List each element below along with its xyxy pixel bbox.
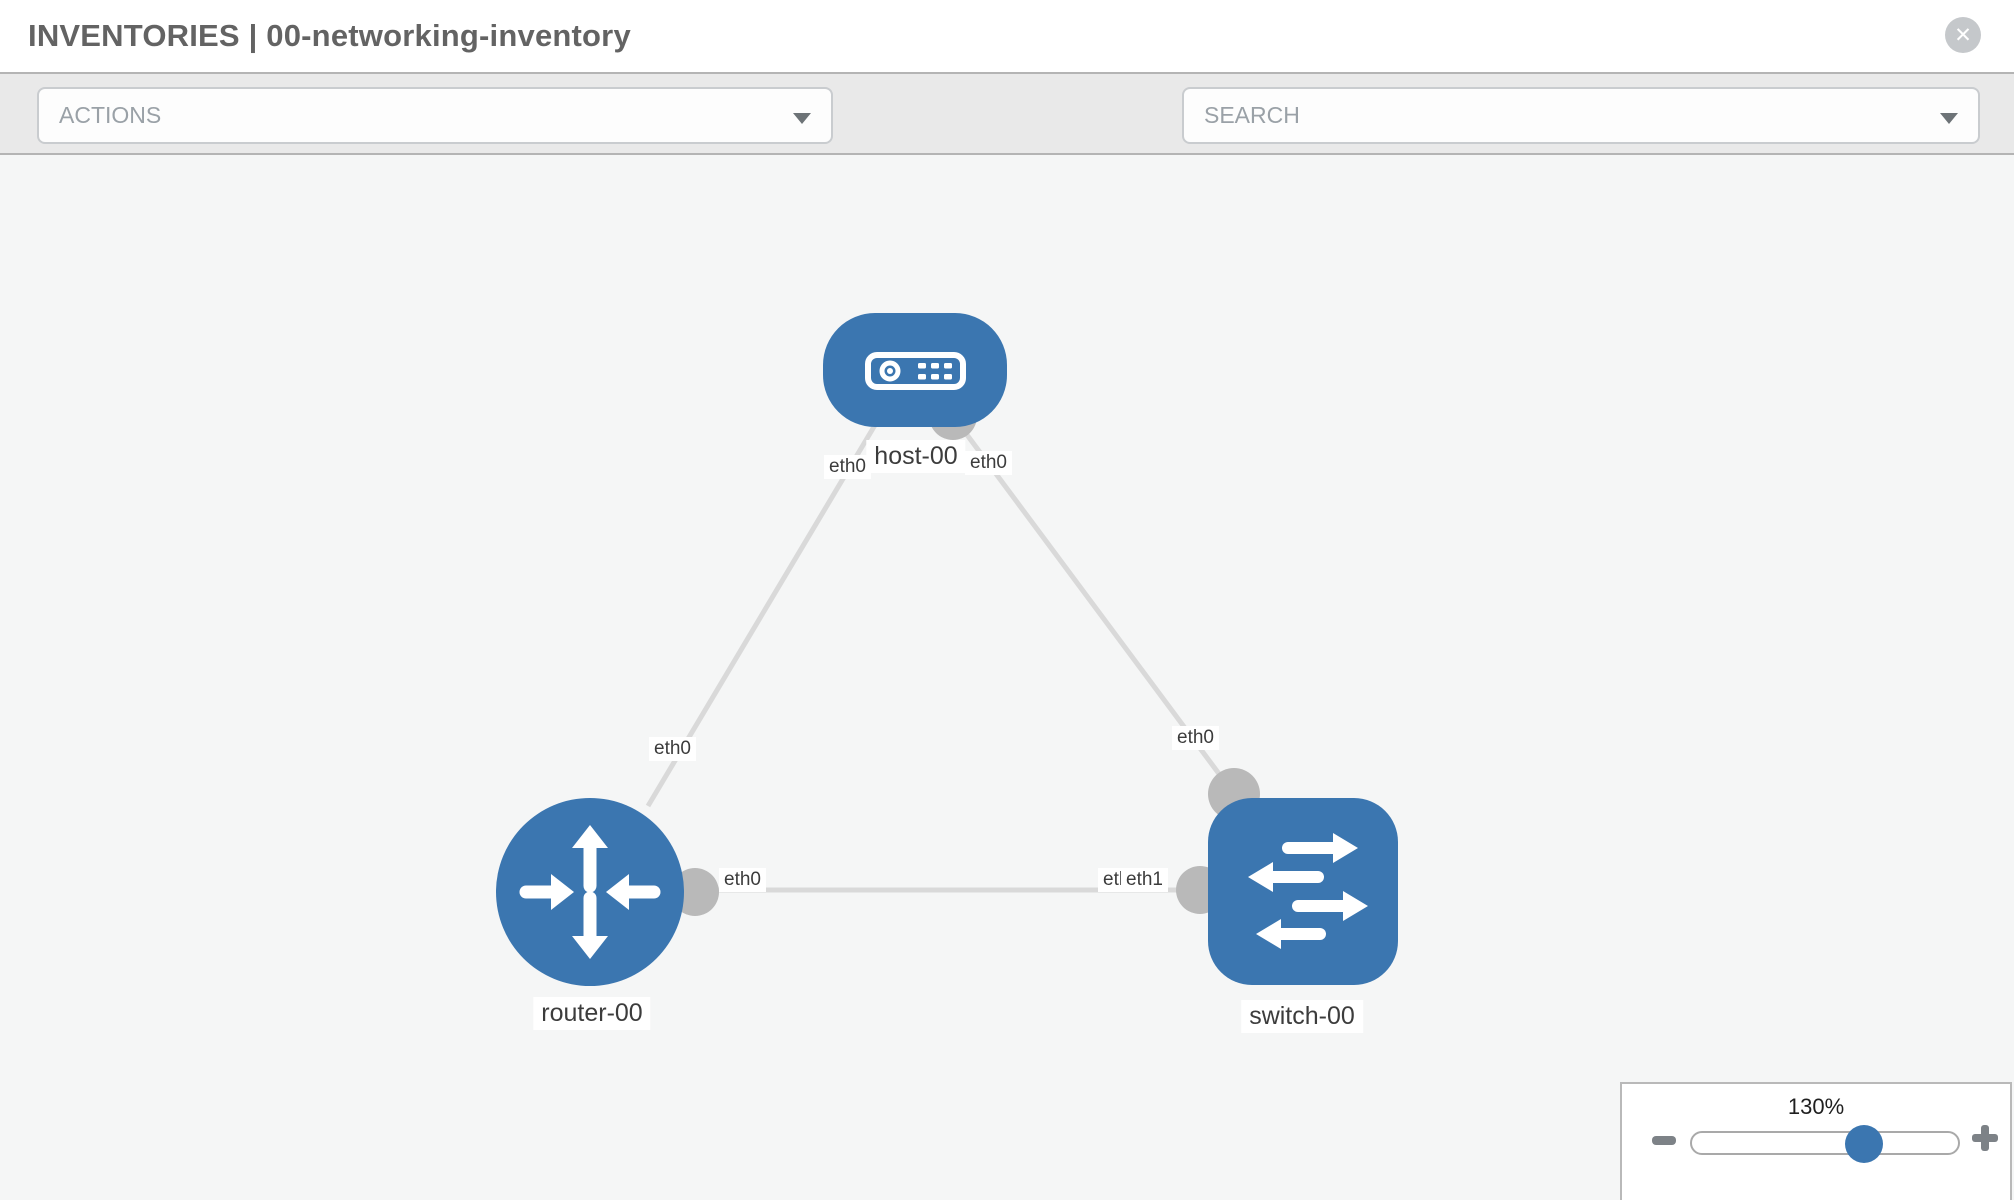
port-label-host-to-switch: eth0 [965, 451, 1012, 475]
search-select[interactable] [1182, 87, 1980, 144]
zoom-in-button[interactable] [1972, 1125, 1998, 1151]
node-label-router: router-00 [533, 997, 651, 1030]
close-button[interactable]: ✕ [1945, 17, 1981, 53]
node-switch-00[interactable] [1208, 798, 1398, 985]
router-icon [496, 798, 684, 986]
actions-select[interactable] [37, 87, 833, 144]
chevron-down-icon [793, 113, 811, 124]
zoom-out-button[interactable] [1652, 1136, 1676, 1145]
port-label-router-to-switch: eth0 [719, 868, 766, 892]
port-label-router-to-host: eth0 [649, 737, 696, 761]
node-label-switch: switch-00 [1241, 1000, 1363, 1033]
zoom-panel: 130% [1620, 1082, 2012, 1200]
node-router-00[interactable] [496, 798, 684, 986]
port-label-host-to-router: eth0 [824, 455, 871, 479]
actions-input[interactable] [39, 89, 831, 142]
page-title: INVENTORIES | 00-networking-inventory [28, 18, 631, 53]
toolbar [0, 72, 2014, 203]
zoom-level-label: 130% [1787, 1094, 1845, 1119]
switch-icon [1208, 798, 1398, 985]
node-label-host: host-00 [866, 440, 966, 473]
header: INVENTORIES | 00-networking-inventory ✕ [0, 0, 2014, 72]
zoom-slider-handle[interactable] [1845, 1125, 1883, 1163]
topology-canvas[interactable] [0, 155, 2014, 1200]
zoom-slider-track[interactable] [1690, 1131, 1960, 1155]
node-host-00[interactable] [823, 313, 1007, 427]
search-input[interactable] [1184, 89, 1978, 142]
host-icon [823, 313, 1007, 427]
port-label-switch-to-host: eth0 [1172, 726, 1219, 750]
port-label-switch-to-router: eth1 [1121, 868, 1168, 892]
plus-icon [1981, 1125, 1989, 1151]
chevron-down-icon [1940, 113, 1958, 124]
close-icon: ✕ [1954, 23, 1972, 47]
